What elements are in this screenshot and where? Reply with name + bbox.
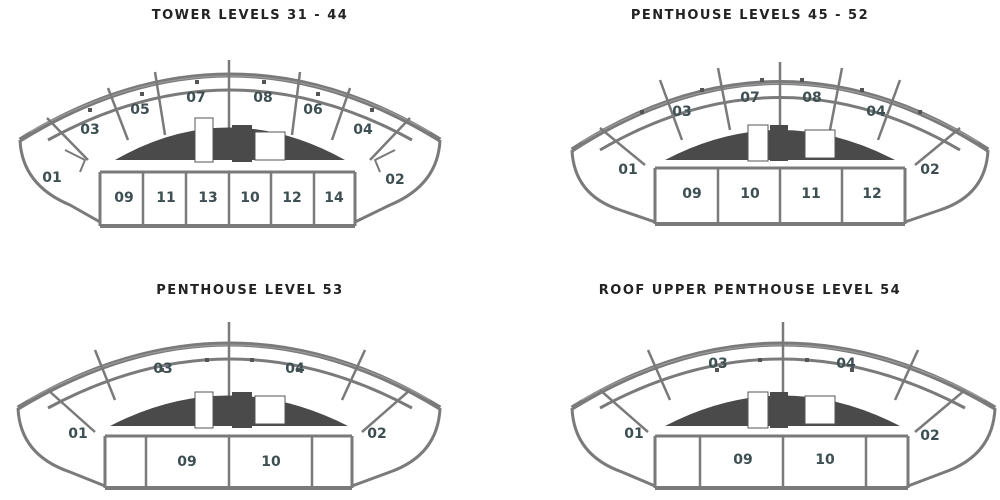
unit-04: 04 — [866, 104, 886, 120]
unit-09: 09 — [177, 454, 196, 470]
unit-03: 03 — [80, 122, 99, 138]
unit-10: 10 — [261, 454, 281, 470]
unit-12: 12 — [862, 186, 881, 202]
unit-08: 08 — [802, 90, 821, 106]
unit-01: 01 — [624, 426, 643, 442]
floorplan-tower-31-44: TOWER LEVELS 31 - 44 01 02 03 04 05 06 — [0, 0, 500, 250]
unit-11: 11 — [156, 190, 175, 206]
plan-title: TOWER LEVELS 31 - 44 — [151, 8, 349, 23]
unit-12: 12 — [282, 190, 301, 206]
floorplan-roof-upper-penthouse-54: ROOF UPPER PENTHOUSE LEVEL 54 01 02 03 0… — [500, 250, 1000, 500]
unit-04: 04 — [285, 361, 305, 377]
unit-02: 02 — [385, 172, 404, 188]
unit-03: 03 — [708, 356, 727, 372]
unit-04: 04 — [836, 356, 856, 372]
floorplan-drawing: 01 02 03 04 09 10 — [16, 322, 442, 490]
unit-13: 13 — [198, 190, 217, 206]
unit-07: 07 — [186, 90, 205, 106]
unit-02: 02 — [920, 428, 939, 444]
plan-title: ROOF UPPER PENTHOUSE LEVEL 54 — [598, 283, 902, 298]
unit-02: 02 — [367, 426, 386, 442]
unit-08: 08 — [253, 90, 272, 106]
unit-03: 03 — [153, 361, 172, 377]
unit-06: 06 — [303, 102, 322, 118]
floorplan-drawing: 01 02 03 04 05 06 07 08 09 10 11 12 13 1… — [18, 60, 442, 228]
unit-04: 04 — [353, 122, 373, 138]
unit-10: 10 — [240, 190, 260, 206]
unit-07: 07 — [740, 90, 759, 106]
unit-14: 14 — [324, 190, 344, 206]
floorplan-penthouse-53: PENTHOUSE LEVEL 53 01 02 03 04 09 10 — [0, 250, 500, 500]
unit-01: 01 — [68, 426, 87, 442]
unit-01: 01 — [618, 162, 637, 178]
unit-05: 05 — [130, 102, 149, 118]
unit-09: 09 — [682, 186, 701, 202]
unit-01: 01 — [42, 170, 61, 186]
unit-02: 02 — [920, 162, 939, 178]
unit-03: 03 — [672, 104, 691, 120]
unit-11: 11 — [801, 186, 820, 202]
plan-title: PENTHOUSE LEVEL 53 — [156, 283, 344, 298]
unit-09: 09 — [733, 452, 752, 468]
unit-10: 10 — [740, 186, 760, 202]
plan-title: PENTHOUSE LEVELS 45 - 52 — [630, 8, 870, 23]
floorplan-drawing: 01 02 03 04 07 08 09 10 11 12 — [570, 62, 990, 226]
unit-09: 09 — [114, 190, 133, 206]
unit-10: 10 — [815, 452, 835, 468]
floorplan-penthouse-45-52: PENTHOUSE LEVELS 45 - 52 01 02 03 04 07 … — [500, 0, 1000, 250]
floorplan-drawing: 01 02 03 04 09 10 — [570, 322, 997, 490]
